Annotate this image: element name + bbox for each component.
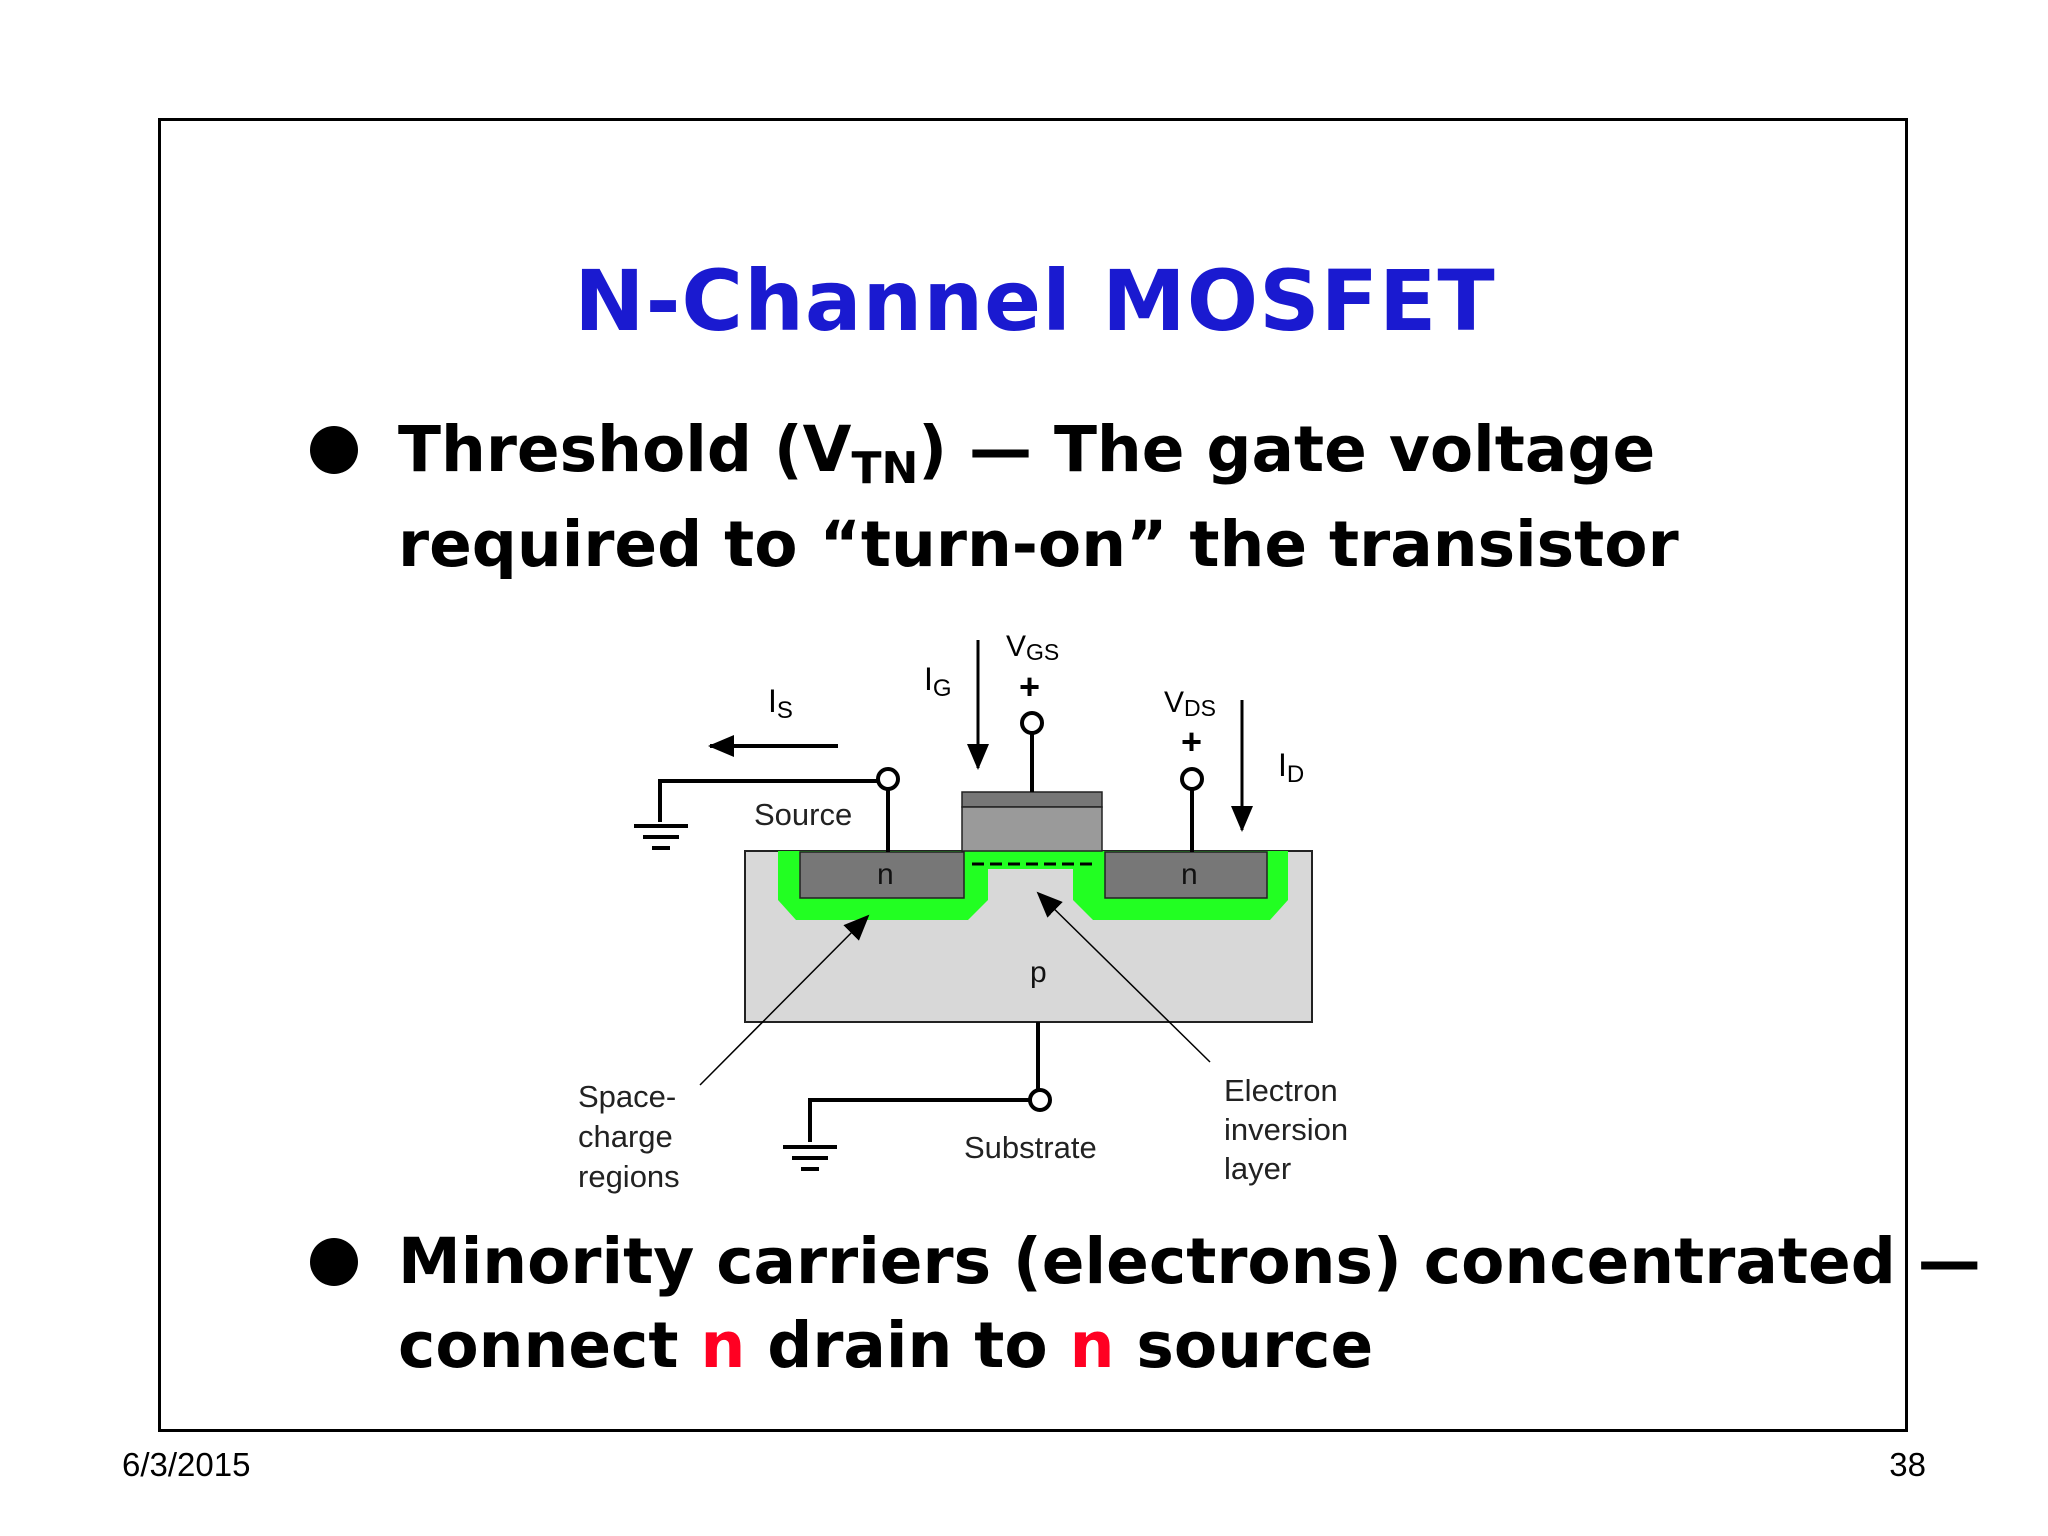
gate-electrode — [961, 806, 1103, 852]
bullet-1-line-1: Threshold (VTN) — The gate voltage — [398, 402, 1655, 516]
substrate-ground-wire — [808, 1098, 1030, 1142]
id-label-main: I — [1278, 747, 1287, 783]
is-label: IS — [768, 683, 793, 724]
bullet-1-text-a: Threshold (V — [398, 413, 852, 486]
space-charge-pointer — [699, 914, 870, 1086]
bullet-2-n-drain: n — [700, 1309, 746, 1382]
gate-oxide — [961, 791, 1103, 808]
space-charge-label-1: Space- — [578, 1079, 676, 1114]
ig-label: IG — [924, 661, 952, 702]
vds-label: VDS — [1164, 686, 1216, 721]
vgs-label: VGS — [1006, 630, 1059, 665]
space-charge-label-2: charge — [578, 1119, 673, 1154]
source-label: Source — [754, 797, 852, 832]
is-label-main: I — [768, 683, 777, 719]
vgs-label-main: V — [1006, 630, 1026, 663]
space-charge-label-3: regions — [578, 1159, 680, 1194]
bullet-2-text-c: source — [1114, 1309, 1374, 1382]
n-right-label: n — [1181, 858, 1198, 891]
p-label: p — [1030, 956, 1047, 989]
ig-label-sub: G — [933, 675, 952, 702]
substrate-terminal — [1028, 1088, 1052, 1112]
bullet-2-text-b: drain to — [745, 1309, 1070, 1382]
inversion-layer-fill — [962, 851, 1098, 869]
footer-page-number: 38 — [1889, 1446, 1926, 1483]
id-label-sub: D — [1287, 761, 1304, 788]
bullet-2-n-source: n — [1069, 1309, 1115, 1382]
source-terminal — [876, 767, 900, 791]
source-ground-wire — [658, 779, 878, 822]
is-label-sub: S — [777, 697, 793, 724]
bullet-1-dot — [310, 426, 358, 474]
vgs-label-sub: GS — [1026, 639, 1059, 665]
n-left-label: n — [877, 858, 894, 891]
bullet-2-text-a: connect — [398, 1309, 701, 1382]
substrate-ground-icon — [783, 1145, 837, 1171]
electron-inversion-label-2: inversion — [1224, 1112, 1348, 1147]
gate-plus: + — [1019, 666, 1040, 707]
substrate-label: Substrate — [964, 1130, 1097, 1165]
n-region-right — [1104, 851, 1268, 899]
bullet-2-line-2: connect n drain to n source — [398, 1298, 1373, 1393]
id-label: ID — [1278, 747, 1304, 788]
footer-date: 6/3/2015 — [122, 1446, 251, 1483]
bullet-2-dot — [310, 1238, 358, 1286]
drain-plus: + — [1181, 721, 1202, 762]
source-ground-icon — [634, 824, 688, 850]
vds-label-main: V — [1164, 686, 1184, 719]
electron-inversion-label-3: layer — [1224, 1151, 1291, 1186]
bullet-1-line-2: required to “turn-on” the transistor — [398, 508, 1679, 581]
slide-frame — [158, 118, 1908, 1432]
gate-terminal — [1020, 711, 1044, 735]
n-region-left — [799, 851, 965, 899]
vds-label-sub: DS — [1184, 695, 1216, 721]
electron-inversion-label-1: Electron — [1224, 1073, 1338, 1108]
drain-terminal — [1180, 767, 1204, 791]
ig-label-main: I — [924, 661, 933, 697]
slide-title: N-Channel MOSFET — [574, 252, 1496, 350]
bullet-1-text-b: ) — The gate voltage — [918, 413, 1656, 486]
bullet-1-subscript: TN — [851, 443, 919, 494]
bullet-2-line-1: Minority carriers (electrons) concentrat… — [398, 1225, 1981, 1298]
inversion-pointer — [1036, 891, 1211, 1063]
